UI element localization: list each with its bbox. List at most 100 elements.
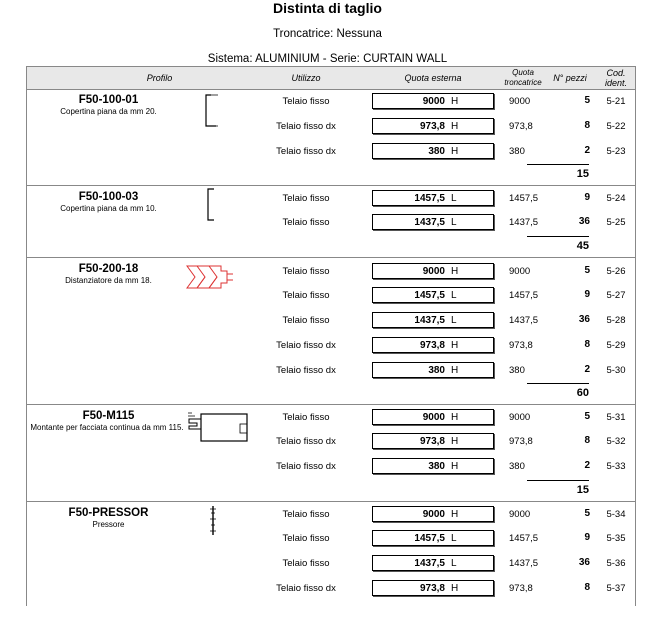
row-pezzi: 2: [584, 145, 590, 156]
row-use: Telaio fisso: [282, 217, 330, 228]
row-cod: 5-23: [606, 146, 626, 157]
row-cod: 5-28: [606, 315, 626, 326]
quota-unit: H: [451, 412, 459, 423]
row-tronc: 1437,5: [509, 217, 539, 228]
quota-unit: L: [451, 533, 457, 544]
row-pezzi: 5: [584, 265, 590, 276]
col-cod-2: ident.: [604, 78, 628, 88]
quota-value: 1437,5: [414, 217, 445, 228]
row-use: Telaio fisso: [282, 290, 330, 301]
row-tronc: 9000: [509, 509, 531, 520]
profile-code: F50-M115: [82, 410, 135, 422]
row-use: Telaio fisso dx: [276, 121, 336, 132]
quota-esterna-field: 1457,5 L: [372, 530, 494, 546]
row-cod: 5-31: [606, 412, 626, 423]
row-pezzi: 2: [584, 460, 590, 471]
group-total: 60: [527, 383, 589, 402]
row-cod: 5-33: [606, 461, 626, 472]
profile-group: F50-M115 Montante per facciata continua …: [27, 405, 635, 502]
profile-code: F50-100-01: [78, 94, 139, 106]
row-tronc: 380: [509, 146, 525, 157]
row-cod: 5-30: [606, 365, 626, 376]
col-profilo: Profilo: [146, 73, 173, 83]
quota-value: 9000: [422, 412, 445, 423]
quota-esterna-field: 1437,5 L: [372, 312, 494, 328]
profile-code: F50-200-18: [78, 263, 139, 275]
profile-desc: Copertina piana da mm 10.: [60, 204, 157, 213]
quota-unit: L: [451, 315, 457, 326]
quota-value: 1457,5: [414, 290, 445, 301]
row-cod: 5-26: [606, 266, 626, 277]
quota-value: 973,8: [419, 340, 445, 351]
row-pezzi: 9: [584, 289, 590, 300]
row-cod: 5-24: [606, 193, 626, 204]
row-pezzi: 5: [584, 411, 590, 422]
row-use: Telaio fisso: [282, 266, 330, 277]
quota-unit: L: [451, 193, 457, 204]
row-use: Telaio fisso: [282, 315, 330, 326]
cut-list-table: Profilo Utilizzo Quota esterna Quota tro…: [26, 66, 636, 606]
row-cod: 5-25: [606, 217, 626, 228]
total-value: 45: [576, 240, 589, 252]
total-value: 15: [576, 168, 589, 180]
quota-unit: H: [451, 121, 459, 132]
profile-group: F50-200-18 Distanziatore da mm 18. Telai…: [27, 258, 635, 405]
row-pezzi: 9: [584, 192, 590, 203]
quota-esterna-field: 9000 H: [372, 409, 494, 425]
group-total: 45: [527, 236, 589, 255]
quota-unit: H: [451, 365, 459, 376]
row-cod: 5-36: [606, 558, 626, 569]
row-tronc: 1457,5: [509, 290, 539, 301]
col-quota-tronc-1: Quota: [512, 68, 534, 77]
col-quota-esterna: Quota esterna: [404, 73, 462, 83]
quota-unit: L: [451, 290, 457, 301]
group-total: 15: [527, 480, 589, 499]
quota-esterna-field: 1457,5 L: [372, 287, 494, 303]
quota-unit: H: [451, 340, 459, 351]
profile-desc: Copertina piana da mm 20.: [60, 107, 157, 116]
quota-value: 9000: [422, 266, 445, 277]
row-use: Telaio fisso dx: [276, 146, 336, 157]
page-title: Distinta di taglio: [273, 0, 382, 16]
row-cod: 5-34: [606, 509, 626, 520]
profile-code: F50-PRESSOR: [68, 507, 149, 519]
quota-value: 1457,5: [414, 533, 445, 544]
quota-unit: H: [451, 509, 459, 520]
row-cod: 5-21: [606, 96, 626, 107]
row-pezzi: 9: [584, 532, 590, 543]
row-pezzi: 36: [578, 557, 590, 568]
quota-unit: H: [451, 436, 459, 447]
quota-value: 9000: [422, 96, 445, 107]
quota-value: 380: [428, 365, 445, 376]
row-tronc: 9000: [509, 412, 531, 423]
quota-value: 380: [428, 146, 445, 157]
quota-value: 1457,5: [414, 193, 445, 204]
row-tronc: 973,8: [509, 583, 533, 594]
quota-unit: H: [451, 461, 459, 472]
profile-section-icon: [205, 94, 218, 127]
total-value: 60: [576, 387, 589, 399]
row-tronc: 1457,5: [509, 533, 539, 544]
quota-esterna-field: 1457,5 L: [372, 190, 494, 206]
row-cod: 5-32: [606, 436, 626, 447]
row-tronc: 1437,5: [509, 558, 539, 569]
profile-section-icon: [188, 412, 248, 442]
quota-value: 1437,5: [414, 315, 445, 326]
